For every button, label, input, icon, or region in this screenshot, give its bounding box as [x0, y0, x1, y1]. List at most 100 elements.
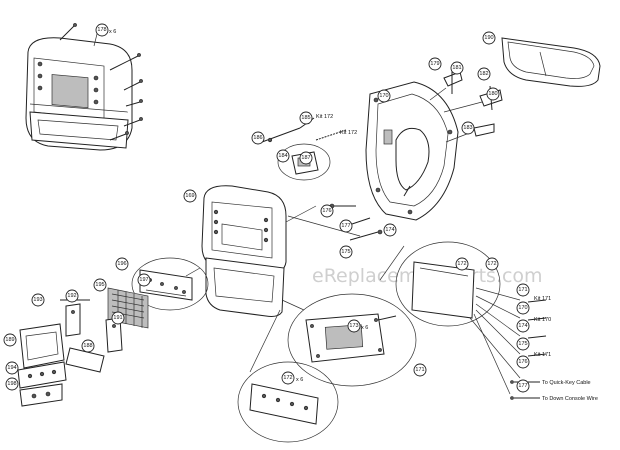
- callout-171-group: 171: [413, 363, 427, 377]
- callout-176-label: 176: [322, 208, 331, 214]
- callout-188: [81, 339, 95, 353]
- callout-k175-label: 175: [518, 341, 527, 347]
- callout-196-group: 196: [115, 257, 129, 271]
- display-board-circle: [287, 293, 417, 387]
- callout-185: [299, 111, 313, 125]
- keypad-assembly: [17, 323, 67, 407]
- callout-182-group: 182: [477, 67, 491, 81]
- callout-198: [5, 377, 19, 391]
- callout-190: [482, 31, 496, 45]
- callout-191: [111, 311, 125, 325]
- callout-185-group: 185: [299, 111, 313, 125]
- callout-184-label: 184: [278, 153, 287, 159]
- callout-175: [339, 245, 353, 259]
- right-panel-circle: [395, 241, 501, 327]
- callout-k177-label: 177: [518, 383, 527, 389]
- callout-197: [137, 273, 151, 287]
- kit-171-label-a: Kit 171: [534, 296, 551, 302]
- callout-177-group: 177: [339, 219, 353, 233]
- callout-172b-label: 172: [487, 261, 496, 267]
- callout-196: [115, 257, 129, 271]
- callout-198-label: 198: [7, 381, 16, 387]
- cup-holder-tray: [501, 37, 601, 87]
- callout-169: [183, 189, 197, 203]
- callout-180: [486, 87, 500, 101]
- callout-174-label: 174: [385, 227, 394, 233]
- qty-x6-a: x 6: [109, 29, 116, 35]
- callout-173-label: 173: [349, 323, 358, 329]
- callout-183: [461, 121, 475, 135]
- qty-x6-b: x 6: [361, 325, 368, 331]
- callout-170-label: 170: [379, 93, 388, 99]
- callout-170-group: 170: [377, 89, 391, 103]
- callout-179: [428, 57, 442, 71]
- callout-192-label: 192: [67, 293, 76, 299]
- callout-172b: [485, 257, 499, 271]
- callout-182-label: 182: [479, 71, 488, 77]
- callout-176: [320, 204, 334, 218]
- callout-192: [65, 289, 79, 303]
- callout-194: [5, 361, 19, 375]
- callout-168-label: 172: [283, 375, 292, 381]
- callout-176-group: 176: [320, 204, 334, 218]
- callout-197-label: 197: [139, 277, 148, 283]
- callout-179-label: 179: [430, 61, 439, 67]
- callout-181-group: 181: [450, 61, 464, 75]
- callout-190-group: 190: [482, 31, 496, 45]
- kit-171-label-b: Kit 171: [534, 352, 551, 358]
- circuit-board-assembly: [131, 257, 209, 311]
- quick-key-cable-label: To Quick-Key Cable: [542, 380, 591, 386]
- callout-k170: 170: [516, 301, 530, 315]
- callout-179-group: 179: [428, 57, 442, 71]
- callout-177-label: 177: [341, 223, 350, 229]
- kit-stack: Kit 171 Kit 170 Kit 171 To Quick-Key Cab…: [469, 287, 598, 402]
- callout-169-group: 169: [183, 189, 197, 203]
- callout-k174-label: 174: [518, 323, 527, 329]
- down-console-wire-label: To Down Console Wire: [542, 396, 598, 402]
- callout-187: [299, 151, 313, 165]
- callout-190-label: 190: [484, 35, 493, 41]
- callout-197-group: 197: [137, 273, 151, 287]
- kit-170-label: Kit 170: [534, 317, 551, 323]
- callout-193: [31, 293, 45, 307]
- callout-189: [3, 333, 17, 347]
- callout-186-label: 186: [253, 135, 262, 141]
- callout-193-label: 193: [33, 297, 42, 303]
- callout-195-label: 195: [95, 282, 104, 288]
- callout-174: [383, 223, 397, 237]
- callout-169-label: 169: [185, 193, 194, 199]
- callout-178-label: 178: [97, 27, 106, 33]
- callout-k176: 176: [516, 355, 530, 369]
- callout-171: [413, 363, 427, 377]
- assembled-console: [25, 23, 143, 151]
- callout-175-group: 175: [339, 245, 353, 259]
- callout-192-group: 192: [65, 289, 79, 303]
- callout-194-group: 194: [5, 361, 19, 375]
- callout-188-group: 188: [81, 339, 95, 353]
- callout-184: [276, 149, 290, 163]
- callout-k175: 175: [516, 337, 530, 351]
- callout-172b-group: 172: [485, 257, 499, 271]
- callout-171-label: 171: [415, 367, 424, 373]
- callout-193-group: 193: [31, 293, 45, 307]
- callout-189-label: 189: [5, 337, 14, 343]
- callout-170: [377, 89, 391, 103]
- callout-180-group: 180: [486, 87, 500, 101]
- callout-k177: 177: [516, 379, 530, 393]
- kit-172-label-b: Kit 172: [340, 130, 357, 136]
- callout-168: [281, 371, 295, 385]
- callout-191-group: 191: [111, 311, 125, 325]
- callout-172-group: 172: [455, 257, 469, 271]
- callout-173-group: 173 x 6: [347, 319, 368, 333]
- callout-186-group: 186: [251, 131, 265, 145]
- kit-172-label-a: Kit 172: [316, 114, 333, 120]
- callout-175-label: 175: [341, 249, 350, 255]
- callout-187-group: 187: [299, 151, 313, 165]
- callout-181: [450, 61, 464, 75]
- bottom-keypad-circle: [237, 361, 339, 443]
- callout-189-group: 189: [3, 333, 17, 347]
- rear-housing: [365, 81, 459, 221]
- callout-172: [455, 257, 469, 271]
- callout-194-label: 194: [7, 365, 16, 371]
